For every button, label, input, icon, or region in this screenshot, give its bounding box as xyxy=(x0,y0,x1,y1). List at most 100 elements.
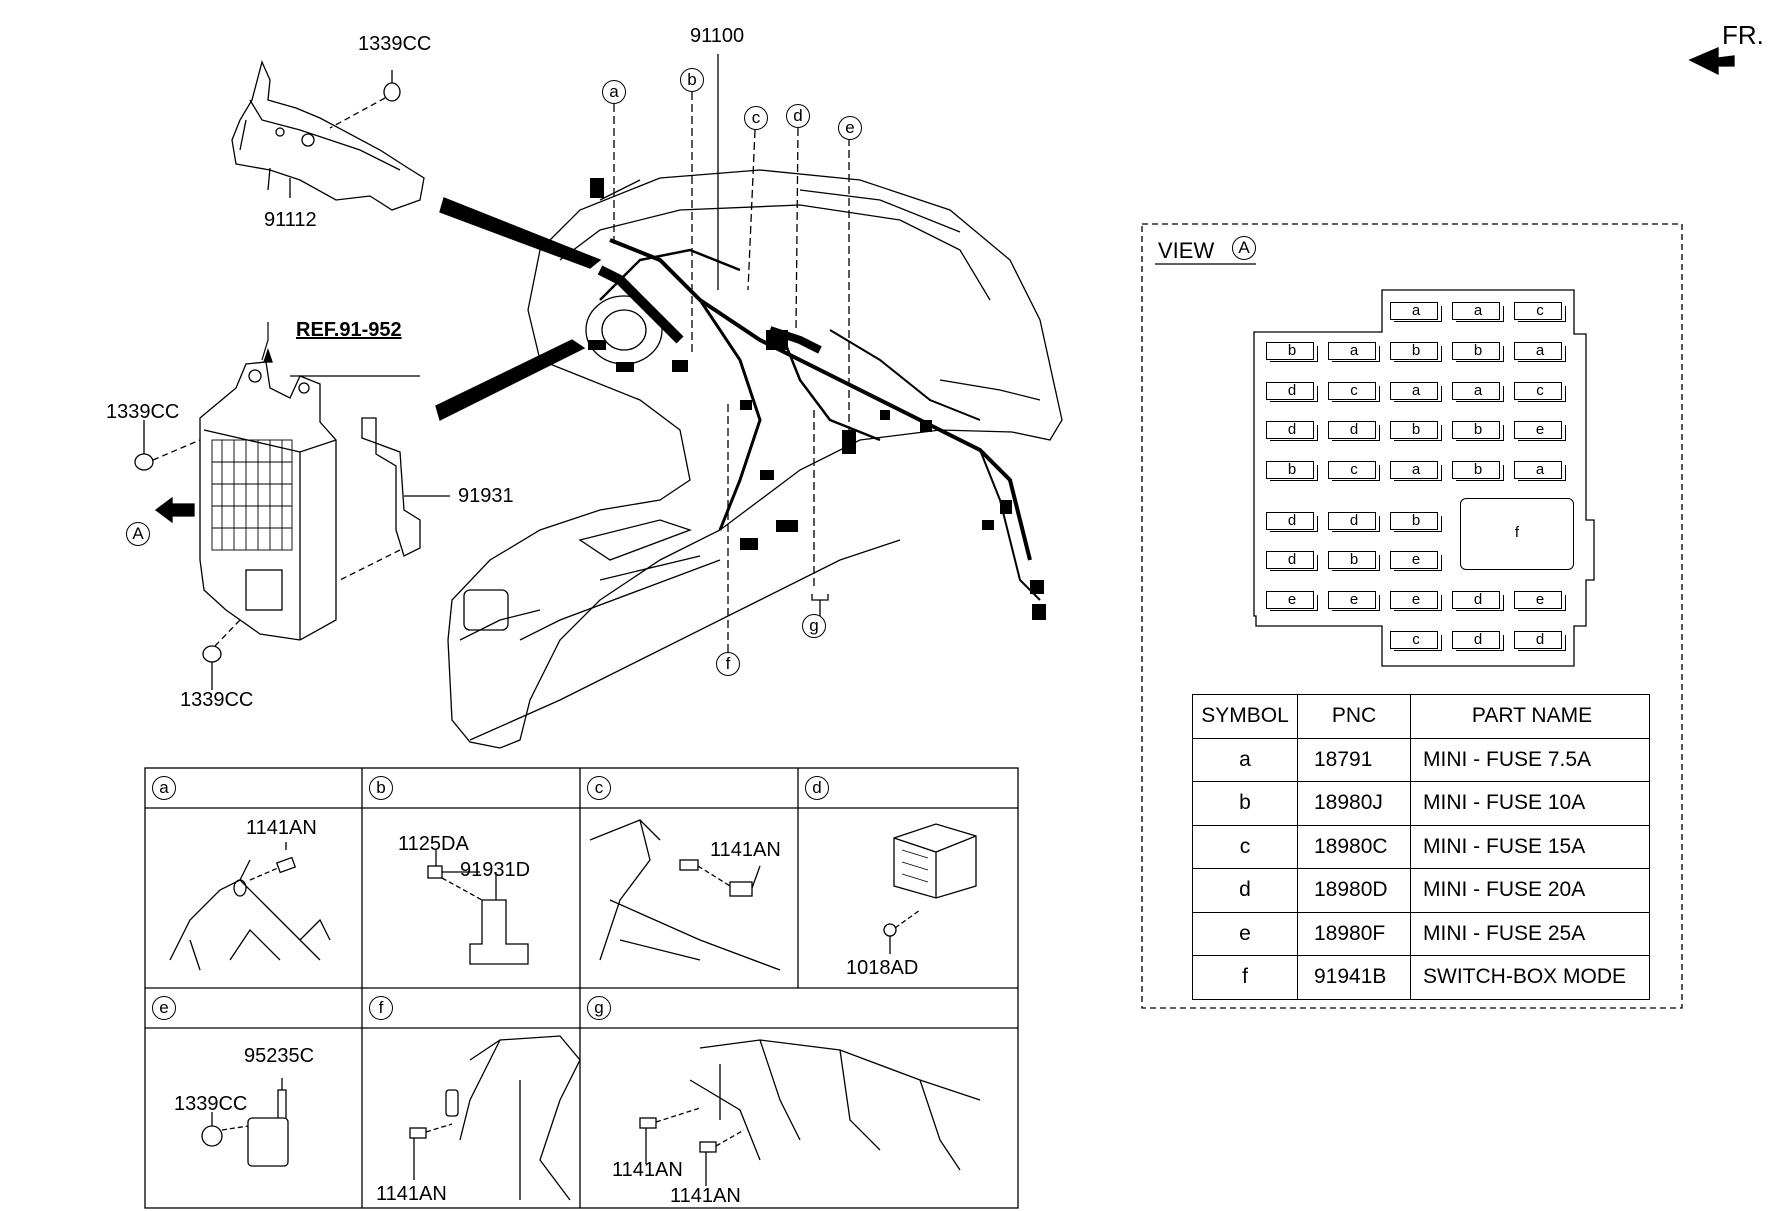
header-pnc: PNC xyxy=(1297,694,1411,739)
front-label: FR. xyxy=(1722,20,1764,50)
fuse-slot-label: e xyxy=(1535,591,1545,608)
panel-b-part-2: 91931D xyxy=(460,859,531,881)
fuse-slot: d xyxy=(1452,631,1504,651)
callout-c: c xyxy=(744,106,768,130)
cell-pnc: 18980D xyxy=(1297,868,1411,913)
fuse-slot-label: b xyxy=(1473,421,1483,438)
fuse-slot-label: a xyxy=(1411,382,1421,399)
fuse-slot-label: a xyxy=(1411,302,1421,319)
panel-c-part: 1141AN xyxy=(710,839,781,861)
fuse-slot: b xyxy=(1390,421,1442,441)
fuse-slot: c xyxy=(1514,302,1566,322)
cell-part-name: MINI - FUSE 25A xyxy=(1410,911,1650,956)
table-row: e 18980F MINI - FUSE 25A xyxy=(1192,911,1650,956)
panel-g-part-1: 1141AN xyxy=(612,1159,683,1181)
fuse-slot-label: e xyxy=(1535,421,1545,438)
panel-f-part: 1141AN xyxy=(376,1183,447,1205)
cell-part-name: MINI - FUSE 7.5A xyxy=(1410,737,1650,782)
callout-a: a xyxy=(602,80,626,104)
fuse-slot: a xyxy=(1452,302,1504,322)
cell-symbol: b xyxy=(1192,781,1298,826)
panel-e-callout: e xyxy=(152,996,176,1020)
table-header-row: SYMBOL PNC PART NAME xyxy=(1192,694,1650,739)
view-arrow-icon xyxy=(154,496,195,524)
fuse-slot-label: a xyxy=(1411,461,1421,478)
view-a-frame xyxy=(1141,223,1683,1009)
panel-g-part-2: 1141AN xyxy=(670,1185,741,1207)
fuse-slot-label: c xyxy=(1536,382,1544,399)
fuse-slot: b xyxy=(1452,342,1504,362)
fuse-slot-label: b xyxy=(1411,512,1421,529)
fuse-slot-label: e xyxy=(1287,591,1297,608)
fuse-slot: d xyxy=(1266,421,1318,441)
part-label-1339cc-top: 1339CC xyxy=(358,33,432,55)
fuse-slot-label: d xyxy=(1535,631,1545,648)
fuse-slot: c xyxy=(1328,382,1380,402)
junction-box-body xyxy=(199,361,337,641)
fuse-slot: e xyxy=(1514,421,1566,441)
header-part-name: PART NAME xyxy=(1410,694,1650,739)
cell-pnc: 18980J xyxy=(1297,781,1411,826)
nut-1339cc-top xyxy=(383,82,401,102)
fuse-slot-label: c xyxy=(1412,631,1420,648)
fuse-slot-label: b xyxy=(1349,551,1359,568)
cell-symbol: d xyxy=(1192,868,1298,913)
panel-b-part-1: 1125DA xyxy=(398,833,469,855)
fuse-slot: d xyxy=(1514,631,1566,651)
fuse-slot: b xyxy=(1390,342,1442,362)
panel-a-callout: a xyxy=(152,776,176,800)
fuse-slot-label: e xyxy=(1411,551,1421,568)
fuse-slot-label: b xyxy=(1411,342,1421,359)
view-a-callout: A xyxy=(126,522,150,546)
fuse-slot-label: a xyxy=(1473,382,1483,399)
panel-a-part: 1141AN xyxy=(246,817,317,839)
fuse-slot: e xyxy=(1390,551,1442,571)
fuse-slot: d xyxy=(1266,512,1318,532)
fuse-slot: b xyxy=(1452,421,1504,441)
fuse-slot-label: a xyxy=(1535,342,1545,359)
fuse-block-outline xyxy=(1253,289,1595,667)
fuse-slot-label: b xyxy=(1473,461,1483,478)
table-row: b 18980J MINI - FUSE 10A xyxy=(1192,781,1650,826)
fuse-slot: c xyxy=(1514,382,1566,402)
table-row: a 18791 MINI - FUSE 7.5A xyxy=(1192,737,1650,782)
fuse-slot-label: c xyxy=(1350,382,1358,399)
fuse-slot-label: b xyxy=(1287,342,1297,359)
cell-part-name: MINI - FUSE 10A xyxy=(1410,781,1650,826)
switch-box-slot: f xyxy=(1460,498,1574,570)
fuse-slot: a xyxy=(1328,342,1380,362)
cell-symbol: e xyxy=(1192,911,1298,956)
bracket-91931 xyxy=(361,417,421,557)
part-label-91931: 91931 xyxy=(458,485,514,507)
cell-symbol: c xyxy=(1192,824,1298,869)
panel-f-callout: f xyxy=(369,996,393,1020)
fuse-slot-label: d xyxy=(1349,512,1359,529)
view-title: VIEW xyxy=(1158,238,1215,263)
fuse-slot: d xyxy=(1328,512,1380,532)
table-row: c 18980C MINI - FUSE 15A xyxy=(1192,824,1650,869)
fuse-slot: a xyxy=(1390,461,1442,481)
table-row: d 18980D MINI - FUSE 20A xyxy=(1192,868,1650,913)
fuse-slot: e xyxy=(1328,591,1380,611)
cell-symbol: f xyxy=(1192,955,1298,1000)
cell-part-name: MINI - FUSE 20A xyxy=(1410,868,1650,913)
cell-part-name: MINI - FUSE 15A xyxy=(1410,824,1650,869)
fuse-slot: b xyxy=(1390,512,1442,532)
fuse-slot-label: c xyxy=(1536,302,1544,319)
callout-d: d xyxy=(786,104,810,128)
fuse-slot-label: d xyxy=(1349,421,1359,438)
fuse-slot-label: e xyxy=(1349,591,1359,608)
fuse-slot: a xyxy=(1514,342,1566,362)
cell-pnc: 18791 xyxy=(1297,737,1411,782)
part-label-91100: 91100 xyxy=(690,25,745,47)
reference-label: REF.91-952 xyxy=(296,319,402,341)
nut-1339cc-left xyxy=(134,453,154,471)
fuse-slot: d xyxy=(1266,382,1318,402)
fuse-slot: a xyxy=(1452,382,1504,402)
pointer-swoosh-upper xyxy=(439,197,602,269)
header-symbol: SYMBOL xyxy=(1192,694,1298,739)
fuse-slot-label: b xyxy=(1287,461,1297,478)
part-label-1339cc-left: 1339CC xyxy=(106,401,180,423)
fuse-slot: a xyxy=(1390,302,1442,322)
